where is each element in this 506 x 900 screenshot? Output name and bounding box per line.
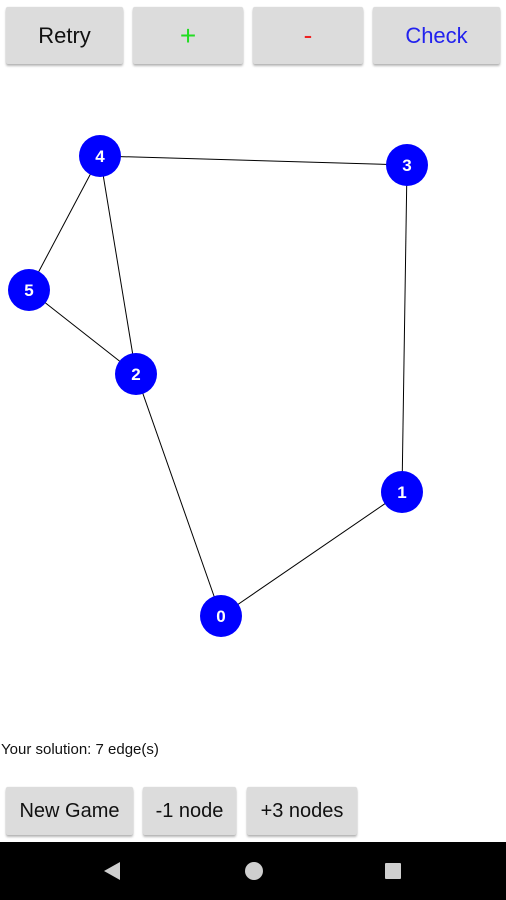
graph-edge-1-0 <box>220 491 403 617</box>
new-game-button[interactable]: New Game <box>6 787 133 835</box>
plus-three-nodes-button[interactable]: +3 nodes <box>247 787 357 835</box>
graph-node-circle <box>386 144 428 186</box>
check-button[interactable]: Check <box>373 7 500 64</box>
graph-node-label: 3 <box>402 156 411 175</box>
graph-node-0[interactable]: 0 <box>200 595 242 637</box>
back-triangle-icon[interactable] <box>92 842 132 900</box>
graph-node-label: 4 <box>95 147 105 166</box>
graph-node-3[interactable]: 3 <box>386 144 428 186</box>
graph-node-circle <box>8 269 50 311</box>
graph-node-circle <box>115 353 157 395</box>
graph-node-label: 2 <box>131 365 140 384</box>
graph-node-label: 1 <box>397 483 406 502</box>
remove-edge-button[interactable]: - <box>253 7 363 64</box>
solution-status: Your solution: 7 edge(s) <box>1 741 159 758</box>
add-edge-button[interactable]: + <box>133 7 243 64</box>
graph-node-circle <box>79 135 121 177</box>
graph-node-4[interactable]: 4 <box>79 135 121 177</box>
graph-edge-2-4 <box>99 155 137 375</box>
system-nav-bar <box>0 842 506 900</box>
recents-square-icon[interactable] <box>373 842 413 900</box>
graph-edge-3-1 <box>401 164 408 493</box>
graph-node-circle <box>200 595 242 637</box>
graph-node-circle <box>381 471 423 513</box>
graph-edge-0-2 <box>135 373 222 617</box>
home-circle-icon[interactable] <box>234 842 274 900</box>
graph-node-5[interactable]: 5 <box>8 269 50 311</box>
minus-one-node-button[interactable]: -1 node <box>143 787 236 835</box>
retry-button[interactable]: Retry <box>6 7 123 64</box>
graph-node-label: 5 <box>24 281 33 300</box>
nodes-layer: 0 1 2 3 4 5 <box>8 135 428 637</box>
top-toolbar: Retry + - Check <box>0 0 506 70</box>
graph-node-1[interactable]: 1 <box>381 471 423 513</box>
graph-node-2[interactable]: 2 <box>115 353 157 395</box>
edges-layer <box>28 155 408 617</box>
graph-edge-4-3 <box>99 155 408 166</box>
graph-node-label: 0 <box>216 607 225 626</box>
graph-edge-4-5 <box>28 155 101 291</box>
